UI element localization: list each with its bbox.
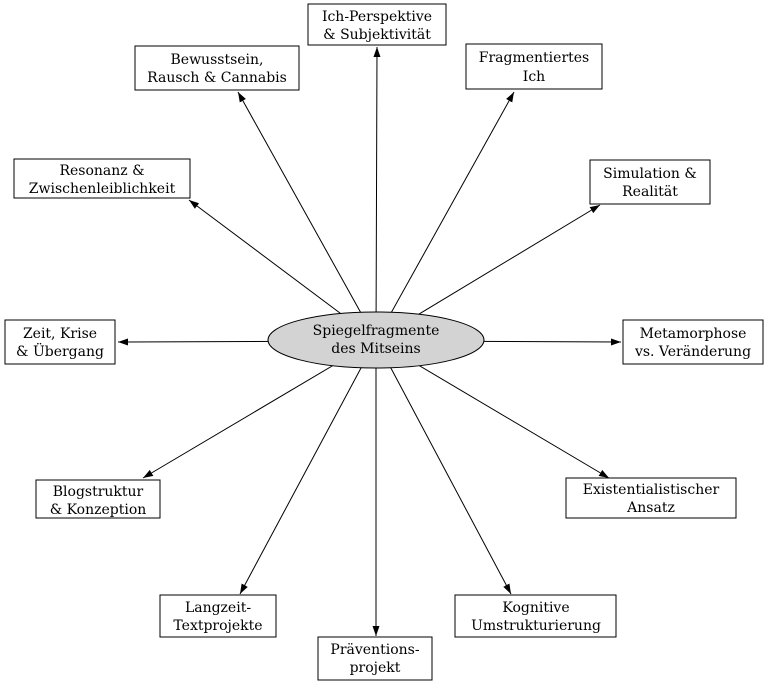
edge-to-ich-perspektive <box>373 46 381 341</box>
node-label: Rausch & Cannabis <box>147 70 287 86</box>
node-praeventionsprojekt: Präventions- projekt <box>317 636 433 681</box>
center-node: Spiegelfragmente des Mitseins <box>267 311 485 369</box>
node-label: Metamorphose <box>640 326 747 342</box>
node-label: Blogstruktur <box>53 484 144 500</box>
node-label: Zwischenleiblichkeit <box>29 181 176 197</box>
node-label: Bewusstsein, <box>171 52 264 68</box>
node-blogstruktur: Blogstruktur & Konzeption <box>35 479 161 519</box>
node-label: Präventions- <box>330 642 419 658</box>
node-resonanz: Resonanz & Zwischenleiblichkeit <box>13 158 191 199</box>
node-label: Fragmentiertes <box>479 50 589 66</box>
node-label: & Konzeption <box>50 502 147 518</box>
center-label-line2: des Mitseins <box>331 341 420 357</box>
node-existentialistischer-ansatz: Existentialistischer Ansatz <box>565 477 737 519</box>
node-label: Simulation & <box>603 166 697 182</box>
node-label: Umstrukturierung <box>471 618 601 634</box>
node-metamorphose: Metamorphose vs. Veränderung <box>622 319 764 365</box>
center-label-line1: Spiegelfragmente <box>313 323 440 339</box>
node-label: projekt <box>350 660 401 676</box>
node-label: Resonanz & <box>59 163 144 179</box>
node-label: Ich <box>523 69 545 85</box>
edge-to-kognitive <box>375 339 512 595</box>
node-ich-perspektive: Ich-Perspektive & Subjektivität <box>307 3 447 46</box>
node-label: & Subjektivität <box>323 27 431 43</box>
node-label: Zeit, Krise <box>23 326 97 342</box>
node-fragmentiertes-ich: Fragmentiertes Ich <box>465 43 603 90</box>
node-bewusstsein: Bewusstsein, Rausch & Cannabis <box>134 45 300 91</box>
node-label: Kognitive <box>502 600 569 616</box>
node-label: Ich-Perspektive <box>322 9 432 25</box>
node-langzeit-textprojekte: Langzeit- Textprojekte <box>159 594 277 638</box>
node-label: & Übergang <box>16 342 104 360</box>
node-kognitive-umstrukturierung: Kognitive Umstrukturierung <box>454 594 617 638</box>
node-label: vs. Veränderung <box>634 344 751 360</box>
node-label: Ansatz <box>626 500 675 516</box>
node-simulation: Simulation & Realität <box>589 159 711 205</box>
edge-to-fragmentiertes-ich <box>375 91 515 341</box>
center-ellipse <box>267 311 485 369</box>
edge-to-langzeit <box>239 339 377 595</box>
node-label: Langzeit- <box>185 600 251 616</box>
node-label: Existentialistischer <box>583 482 720 498</box>
node-label: Realität <box>622 184 678 200</box>
node-zeit-krise: Zeit, Krise & Übergang <box>4 319 116 365</box>
edge-to-bewusstsein <box>237 91 377 341</box>
node-label: Textprojekte <box>173 618 262 634</box>
